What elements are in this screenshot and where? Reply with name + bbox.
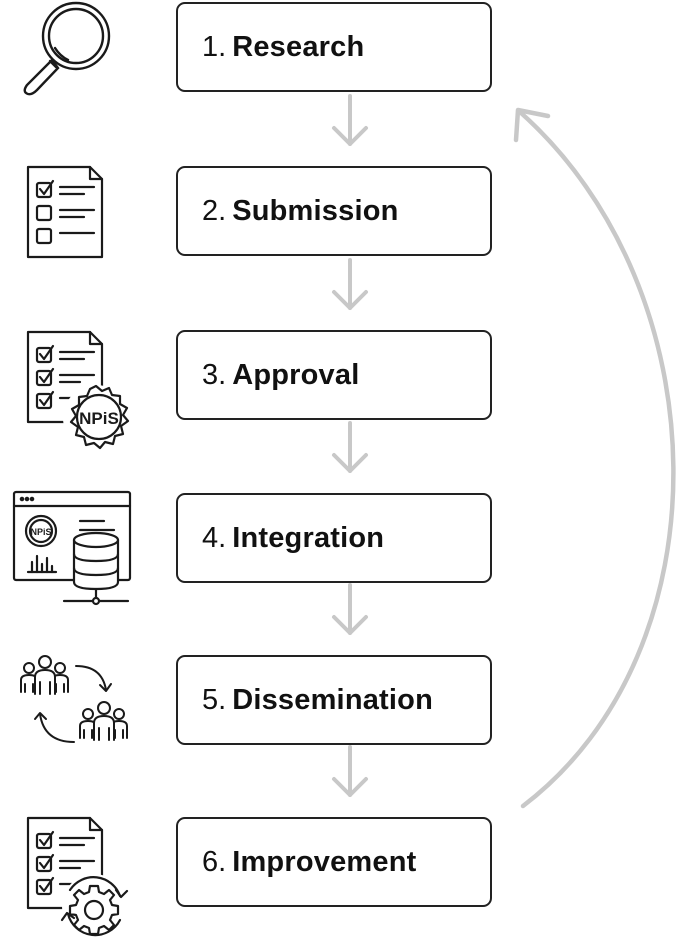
down-arrow-icon bbox=[328, 92, 372, 152]
down-arrow-icon bbox=[328, 581, 372, 641]
step-label: Research bbox=[232, 30, 365, 63]
step-box-integration: 4. Integration bbox=[176, 493, 492, 583]
npis-seal-text: NPiS bbox=[79, 409, 119, 428]
down-arrow-icon bbox=[328, 419, 372, 479]
checklist-document-icon bbox=[24, 163, 106, 261]
magnifying-glass-icon bbox=[14, 0, 114, 100]
down-arrow-icon bbox=[328, 256, 372, 316]
step-number: 3. bbox=[202, 358, 227, 391]
checklist-with-gear-icon bbox=[24, 814, 136, 940]
step-box-improvement: 6. Improvement bbox=[176, 817, 492, 907]
step-number: 4. bbox=[202, 521, 227, 554]
step-label: Submission bbox=[232, 194, 399, 227]
step-number: 1. bbox=[202, 30, 227, 63]
step-number: 2. bbox=[202, 194, 227, 227]
step-label: Improvement bbox=[232, 845, 417, 878]
step-box-approval: 3. Approval bbox=[176, 330, 492, 420]
step-label: Approval bbox=[232, 358, 360, 391]
people-exchange-icon bbox=[18, 652, 134, 752]
step-number: 5. bbox=[202, 683, 227, 716]
step-label: Dissemination bbox=[232, 683, 434, 716]
dashboard-with-database-icon: NPiS bbox=[12, 490, 134, 606]
step-label: Integration bbox=[232, 521, 385, 554]
step-box-research: 1. Research bbox=[176, 2, 492, 92]
checklist-with-npis-seal-icon: NPiS bbox=[24, 328, 134, 458]
down-arrow-icon bbox=[328, 743, 372, 803]
step-number: 6. bbox=[202, 845, 227, 878]
step-box-dissemination: 5. Dissemination bbox=[176, 655, 492, 745]
step-box-submission: 2. Submission bbox=[176, 166, 492, 256]
npis-mini-seal-text: NPiS bbox=[30, 527, 51, 537]
